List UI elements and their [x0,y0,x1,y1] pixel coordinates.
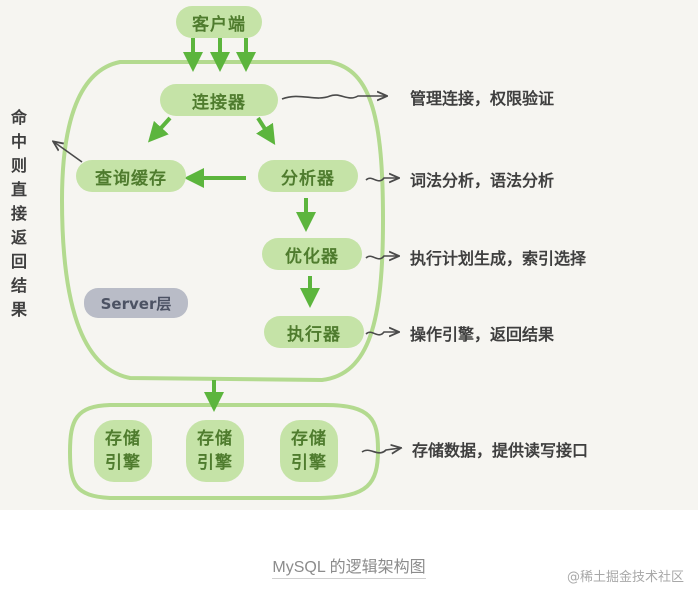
figure-caption: MySQL 的逻辑架构图 [0,553,698,579]
arrow-connector-analyzer [256,116,276,146]
watermark: @稀土掘金技术社区 [566,570,684,585]
query-cache-node: 查询缓存 [76,160,186,192]
engine-3-line-2: 引擎 [291,453,327,473]
architecture-diagram: 客户端 连接器 查询缓存 分析器 优化器 执行器 存储 引擎 存储 引擎 存储 … [0,0,698,510]
engine-note: 存储数据，提供读写接口 [412,441,589,460]
storage-engine-1: 存储 引擎 [94,420,152,482]
engine-1-line-1: 存储 [105,429,141,449]
analyzer-node: 分析器 [258,160,358,192]
caption-text: MySQL 的逻辑架构图 [272,559,426,579]
engine-2-line-1: 存储 [197,429,233,449]
client-node: 客户端 [176,6,262,38]
cache-hit-note: 命中则直接返回结果 [10,108,27,319]
executor-note: 操作引擎，返回结果 [410,325,555,344]
server-layer-outline [59,60,386,383]
note-arrow-connector [281,95,386,99]
arrow-cache-hit [54,142,83,163]
note-arrow-engine [361,448,400,453]
analyzer-note: 词法分析，语法分析 [410,171,555,190]
optimizer-node: 优化器 [262,238,362,270]
storage-engine-3: 存储 引擎 [280,420,338,482]
note-arrow-analyzer [365,178,398,181]
note-arrow-optimizer [365,256,398,259]
arrow-connector-cache [147,116,172,143]
engine-1-line-2: 引擎 [105,453,141,473]
storage-layer-outline [67,403,381,500]
engine-2-line-2: 引擎 [197,453,233,473]
connectors-layer [0,38,698,500]
connector-note: 管理连接，权限验证 [410,89,555,108]
storage-engine-2: 存储 引擎 [186,420,244,482]
server-layer-badge: Server层 [84,288,188,318]
executor-node: 执行器 [264,316,364,348]
optimizer-note: 执行计划生成，索引选择 [410,249,587,268]
engine-3-line-1: 存储 [291,429,327,449]
note-arrow-executor [365,332,398,335]
connector-node: 连接器 [160,84,278,116]
